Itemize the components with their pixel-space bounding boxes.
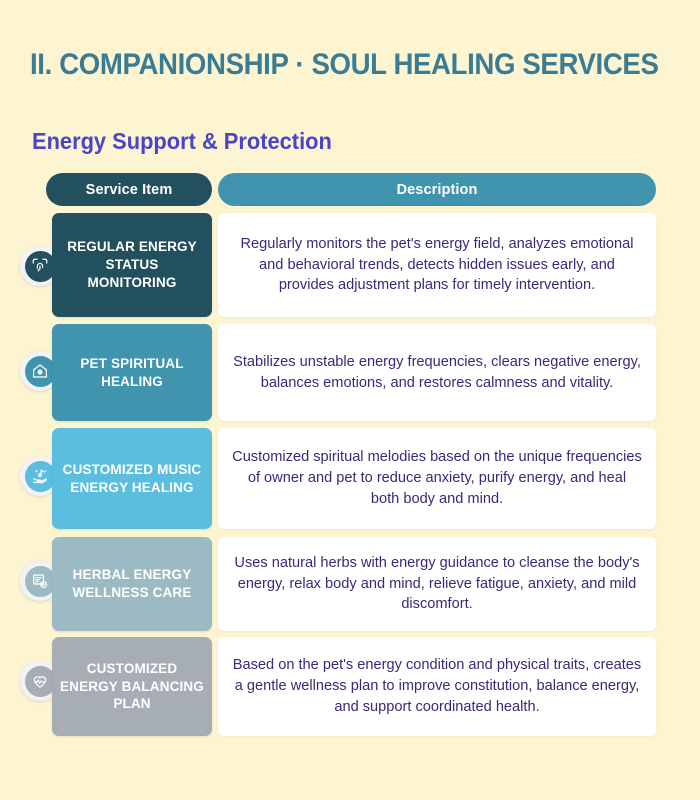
section-subtitle: Energy Support & Protection <box>32 128 332 154</box>
service-item-label: HERBAL ENERGY WELLNESS CARE <box>52 537 212 631</box>
column-header-description: Description <box>218 173 656 206</box>
service-description: Regularly monitors the pet's energy fiel… <box>218 213 656 317</box>
service-description: Customized spiritual melodies based on t… <box>218 428 656 529</box>
page-title: II. COMPANIONSHIP · SOUL HEALING SERVICE… <box>30 48 659 81</box>
table-header: Service Item Description <box>46 173 656 206</box>
service-item-label: CUSTOMIZED MUSIC ENERGY HEALING <box>52 428 212 529</box>
service-description: Uses natural herbs with energy guidance … <box>218 537 656 631</box>
column-header-service-item: Service Item <box>46 173 212 206</box>
service-item-label: REGULAR ENERGY STATUS MONITORING <box>52 213 212 317</box>
service-description: Stabilizes unstable energy frequencies, … <box>218 324 656 421</box>
service-item-label: CUSTOMIZED ENERGY BALANCING PLAN <box>52 637 212 736</box>
service-description: Based on the pet's energy condition and … <box>218 637 656 736</box>
service-item-label: PET SPIRITUAL HEALING <box>52 324 212 421</box>
